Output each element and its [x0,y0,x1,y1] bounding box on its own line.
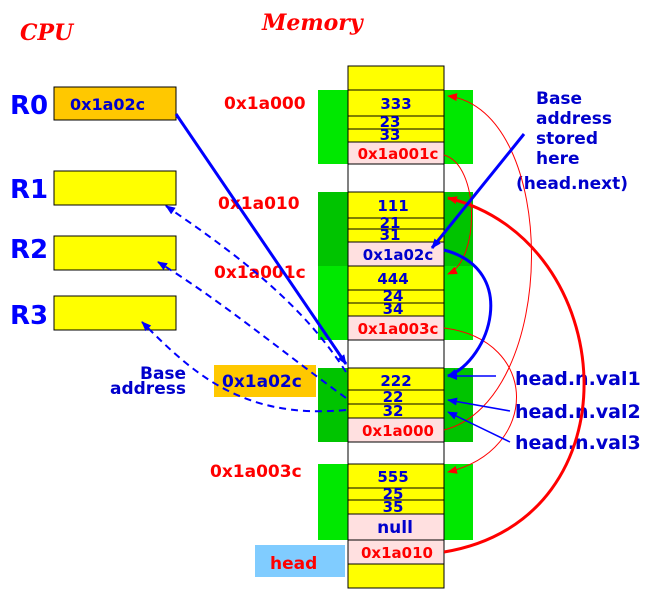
link-value: 0x1a003c [358,320,439,338]
memory-cell [347,463,445,489]
link-arrow [443,93,532,431]
block-address: 0x1a001c [214,263,306,283]
register-label-r0: R0 [10,91,48,121]
head-arrow [443,196,586,554]
cell-value: 111 [377,197,408,215]
memory-cell [347,89,445,117]
cell-value: 555 [377,468,408,486]
head-box [255,545,345,577]
memory-gap [347,563,445,589]
cell-value: 24 [383,287,404,305]
field-arrow-val3 [447,411,511,443]
memory-gap [347,339,445,369]
cell-value: 31 [380,226,401,244]
link-cell [347,141,445,165]
cell-value: 25 [383,485,404,503]
cpu-title: CPU [20,20,75,46]
memory-title: Memory [261,10,365,36]
link-arrow [443,154,472,275]
memory-cell [347,191,445,219]
link-arrow [443,327,517,474]
base-address-note-line: address [110,379,186,399]
stored-note-line: address [536,109,612,129]
cell-value: 22 [383,388,404,406]
base-address-value: 0x1a02c [222,372,302,392]
link-value: 0x1a000 [362,422,434,440]
cell-value: 32 [383,402,404,420]
register-r0 [53,86,177,121]
block-address: 0x1a010 [218,194,300,214]
stored-note-arrow [430,133,526,249]
register-r2 [53,235,177,271]
next-link-arrow [443,248,493,378]
register-label-r3: R3 [10,301,48,331]
link-value: null [377,518,413,538]
field-label-val1: head.n.val1 [515,368,641,390]
cell-value: 23 [380,113,401,131]
head-pointer-value: 0x1a010 [361,544,433,562]
cell-value: 333 [380,95,411,113]
field-arrow-val2 [447,397,511,412]
stored-note-line: Base [536,89,582,109]
link-cell [347,315,445,341]
link-value: 0x1a001c [358,145,439,163]
cell-value: 222 [380,372,411,390]
register-r0-value: 0x1a02c [70,95,145,114]
memory-gap [347,441,445,465]
memory-column [347,65,445,589]
register-r3 [53,295,177,331]
field-label-val2: head.n.val2 [515,401,641,423]
load-arrow-r1 [165,205,347,373]
cell-value: 444 [377,270,408,288]
memory-cell [347,265,445,291]
stored-note-line: stored [536,129,598,149]
load-arrow-r3 [141,321,347,413]
stored-note-line: here [536,149,580,169]
register-label-r1: R1 [10,175,48,205]
block-address: 0x1a003c [210,462,302,482]
block-address: 0x1a000 [224,94,306,114]
cell-value: 34 [383,300,404,318]
r0-pointer-arrow [174,113,348,365]
cell-value: 33 [380,126,401,144]
stored-note-line: (head.next) [516,174,628,194]
link-value: 0x1a02c [363,246,433,264]
link-cell [347,417,445,443]
cell-value: 35 [383,498,404,516]
base-address-note-line: Base [140,364,186,384]
register-r1 [53,170,177,206]
link-cell [347,513,445,541]
base-address-box [214,365,316,397]
memory-gap [347,65,445,91]
memory-gap [347,163,445,193]
load-arrow-r2 [157,261,347,399]
cell-value: 21 [380,214,401,232]
field-label-val3: head.n.val3 [515,432,641,454]
register-label-r2: R2 [10,235,48,265]
head-label: head [270,554,317,574]
